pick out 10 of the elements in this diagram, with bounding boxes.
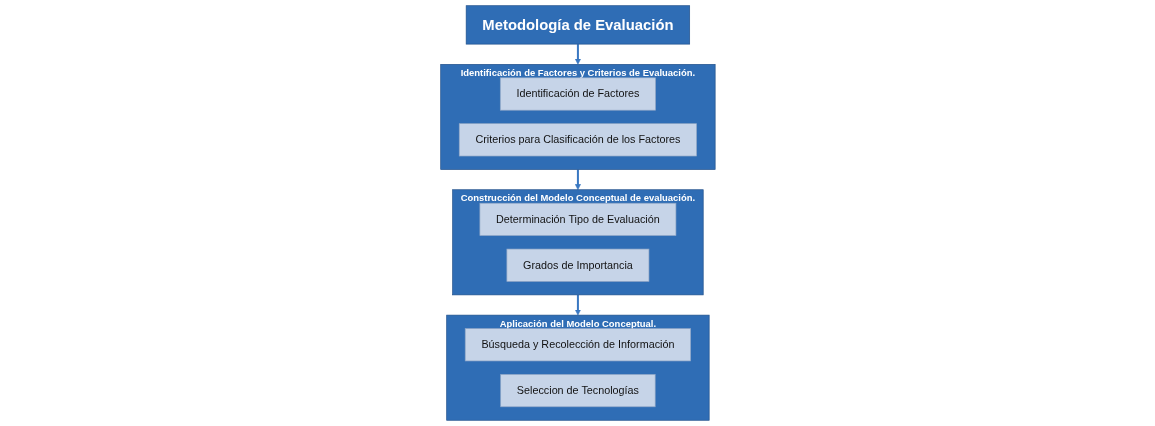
arrow [574, 294, 581, 316]
node-box: Grados de Importancia [506, 248, 649, 282]
node-box: Criterios para Clasificación de los Factores [458, 123, 697, 157]
node-box: Metodología de Evaluación [465, 5, 690, 45]
arrow [574, 44, 581, 65]
node-box: Determinación Tipo de Evaluación [479, 202, 676, 236]
arrow [574, 169, 581, 190]
node-box: Búsqueda y Recolección de Información [464, 328, 691, 362]
node-box: Identificación de Factores [499, 77, 656, 111]
node-box: Seleccion de Tecnologías [499, 374, 656, 408]
